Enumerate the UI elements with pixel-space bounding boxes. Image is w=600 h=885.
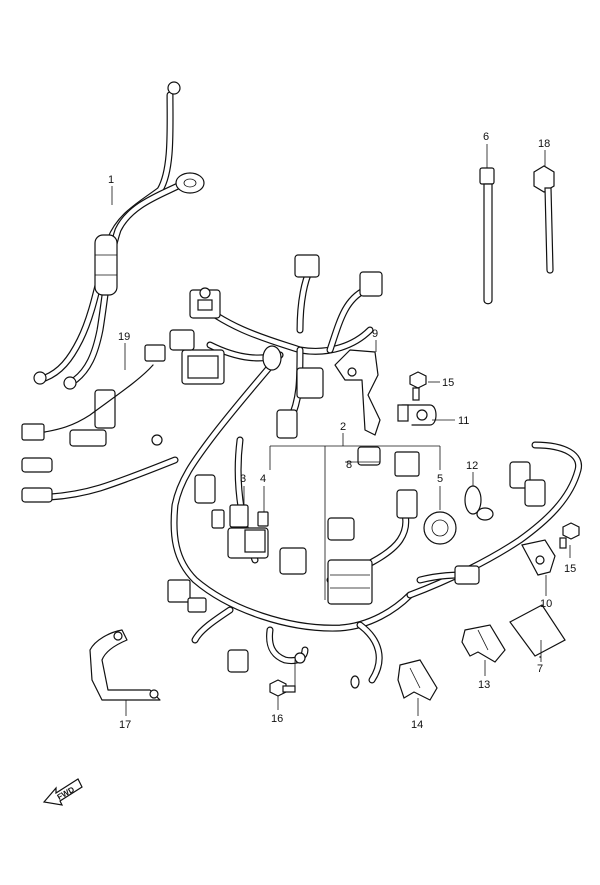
callout-4: 4	[260, 473, 266, 485]
battery-cable-part-1	[33, 81, 205, 390]
bolt-part-15a	[409, 371, 427, 401]
relay-part-8	[357, 446, 420, 477]
callout-numbers: 1 2 3 4 5 6 7 8 9 10 11 12 13 14 15 15 1…	[108, 131, 576, 731]
forward-arrow-icon: FWD	[42, 778, 83, 806]
callout-19: 19	[118, 331, 130, 343]
leader-lines	[111, 144, 571, 716]
relay-fuse-cluster	[227, 504, 373, 605]
bracket-part-17	[89, 629, 161, 701]
callout-12: 12	[466, 460, 478, 472]
callout-2: 2	[340, 421, 346, 433]
callout-7: 7	[537, 663, 543, 675]
callout-14: 14	[411, 719, 423, 731]
clamp-part-13	[461, 624, 506, 663]
bracket-part-10	[521, 539, 556, 576]
callout-18: 18	[538, 138, 550, 150]
callout-13: 13	[478, 679, 490, 691]
callout-9: 9	[372, 328, 378, 340]
callout-15b: 15	[564, 563, 576, 575]
buzzer-part-5	[396, 489, 457, 545]
callout-16: 16	[271, 713, 283, 725]
main-harness	[21, 254, 583, 689]
callout-10: 10	[540, 598, 552, 610]
sheet-part-7	[509, 604, 566, 657]
bracket-part-9	[334, 349, 381, 436]
callout-5: 5	[437, 473, 443, 485]
callout-17: 17	[119, 719, 131, 731]
clamp-part-14	[397, 659, 438, 701]
bolt-part-15b	[559, 522, 580, 549]
callout-6: 6	[483, 131, 489, 143]
band-part-12	[464, 485, 494, 521]
callout-8: 8	[346, 459, 352, 471]
callout-15a: 15	[442, 377, 454, 389]
callout-3: 3	[240, 473, 246, 485]
cable-tie-part-6	[479, 167, 495, 305]
cable-tie-part-18	[533, 165, 555, 274]
bolt-part-16	[269, 679, 296, 697]
callout-1: 1	[108, 174, 114, 186]
callout-11: 11	[458, 415, 469, 427]
clamp-part-11	[397, 404, 437, 426]
